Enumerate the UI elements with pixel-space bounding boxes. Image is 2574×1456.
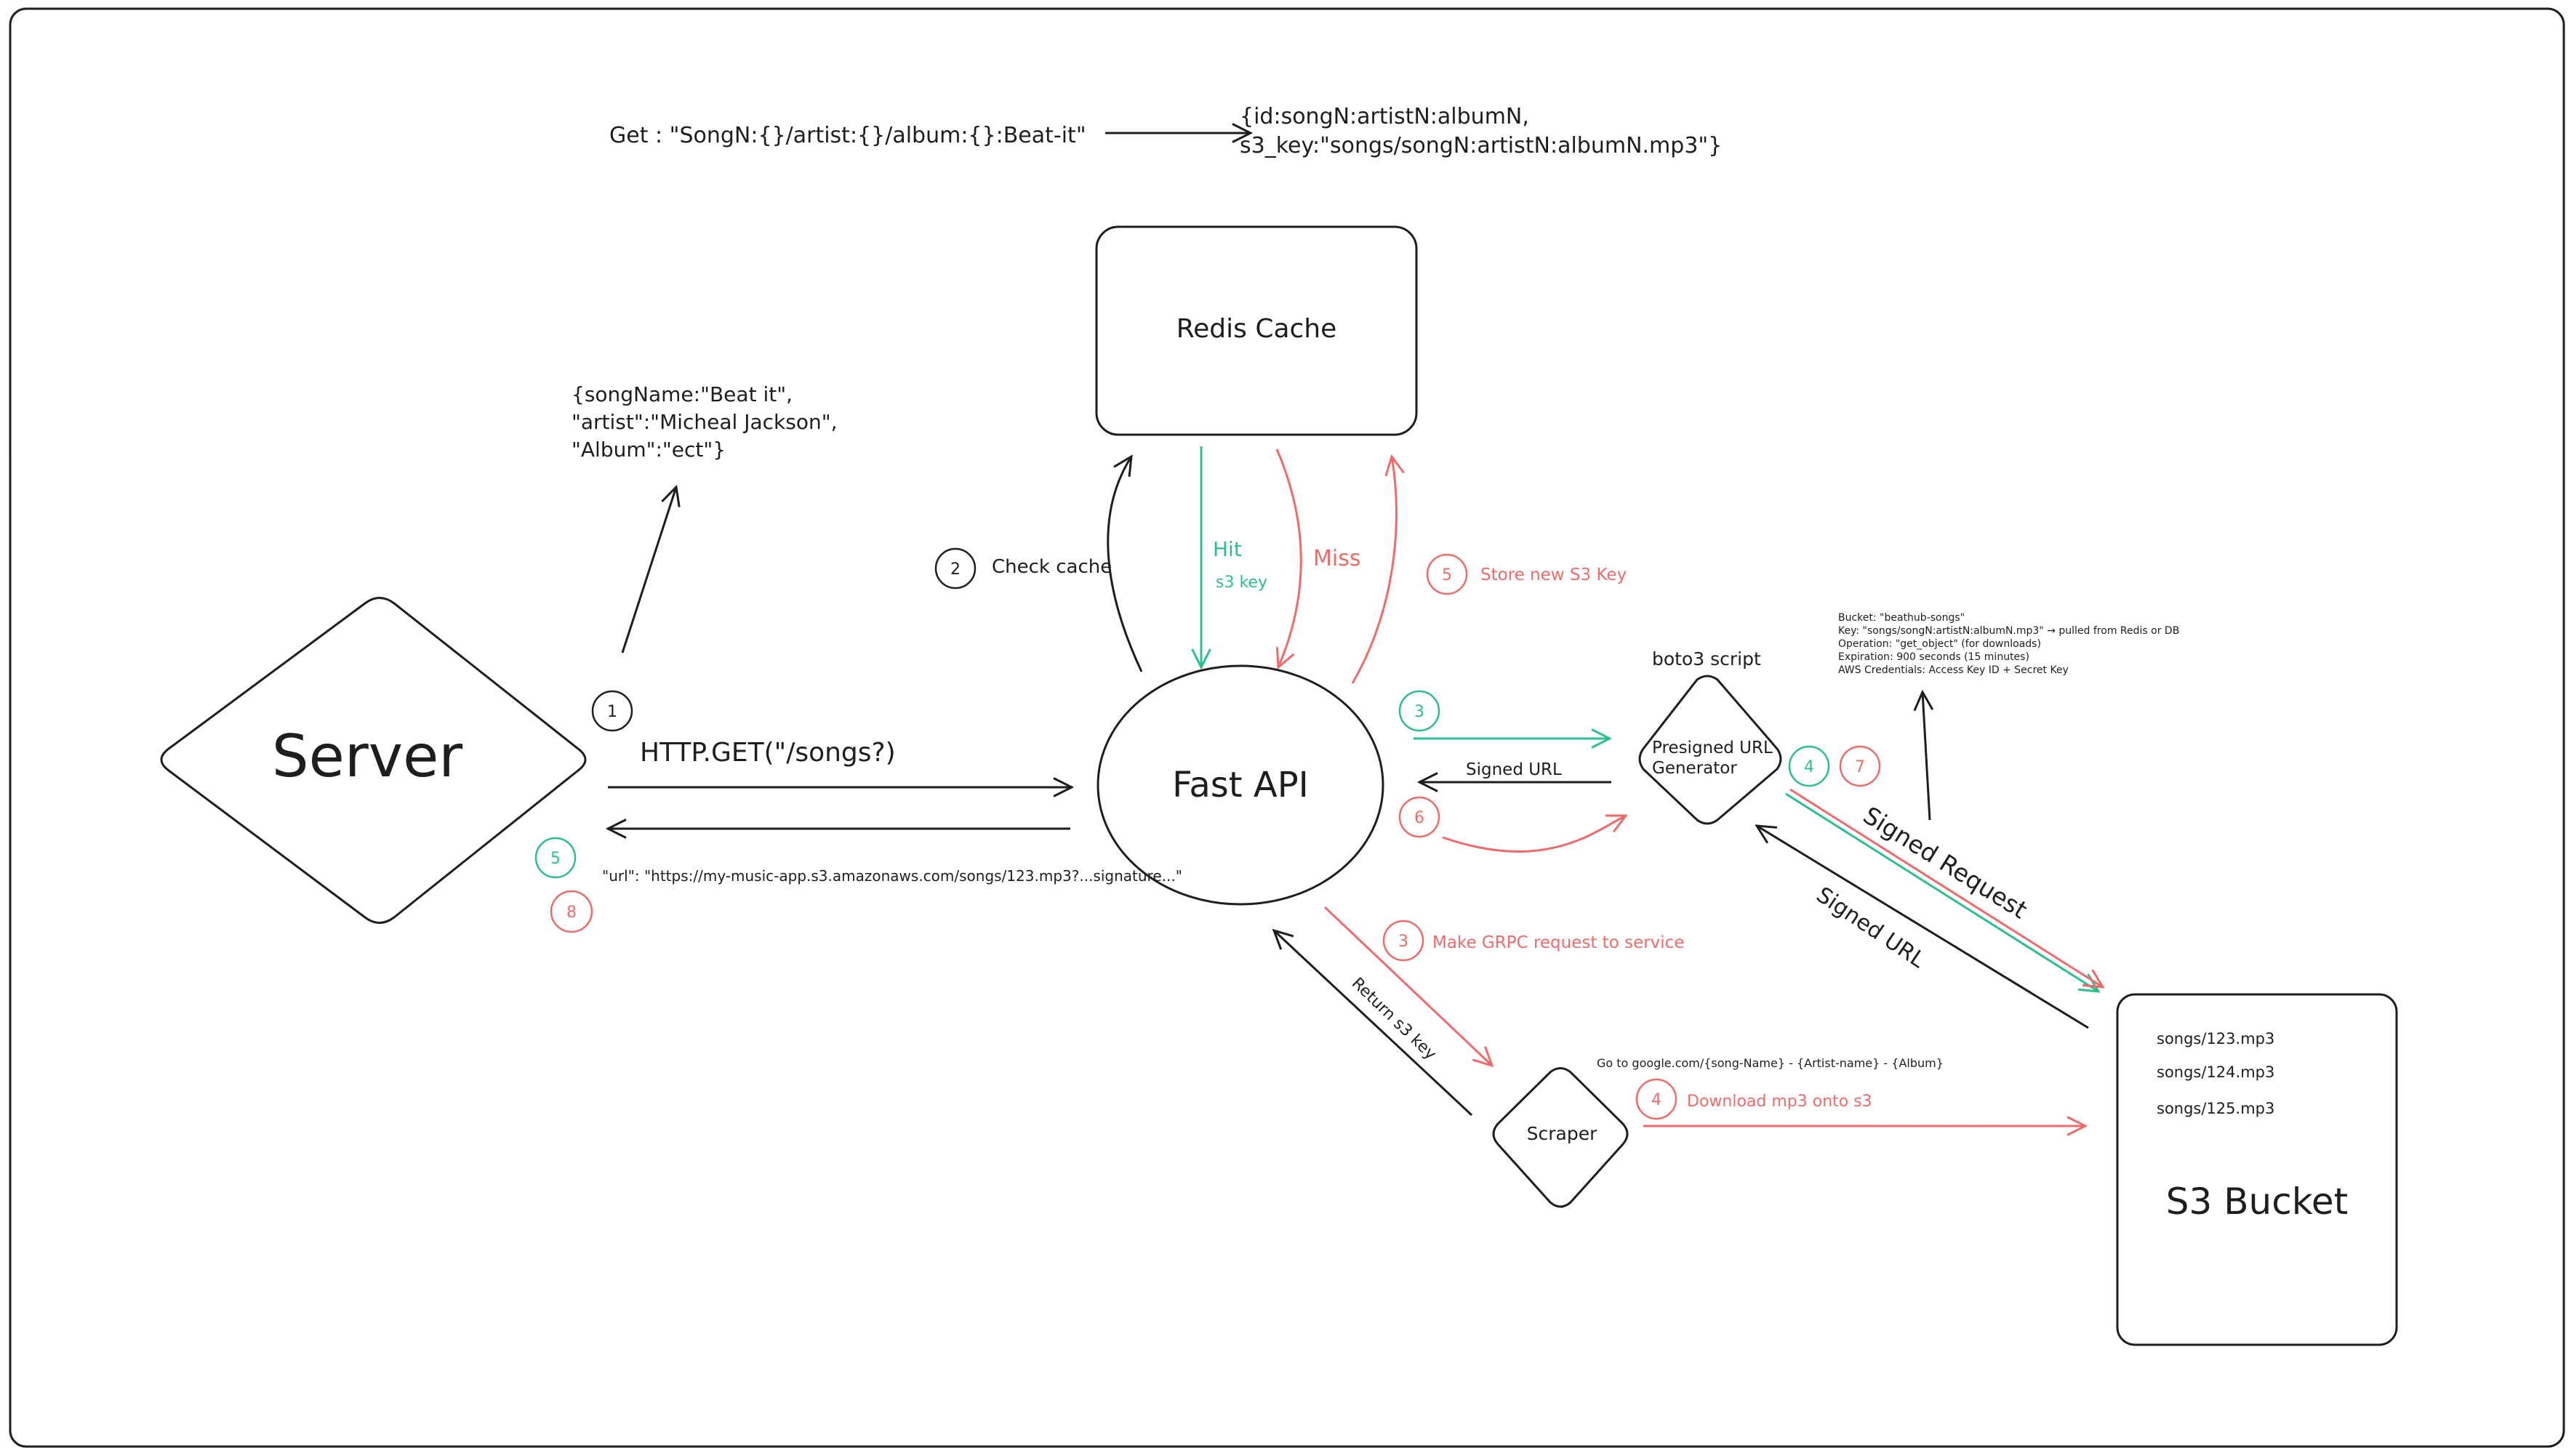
signed-url-return-label: Signed URL — [1466, 760, 1562, 779]
cache-miss-label: Miss — [1313, 546, 1360, 571]
canvas-frame — [9, 7, 2565, 1448]
step-3-red-badge — [1382, 920, 1424, 962]
fastapi-node[interactable] — [1096, 664, 1384, 906]
s3-file-3: songs/125.mp3 — [2157, 1100, 2274, 1117]
s3-file-2: songs/124.mp3 — [2157, 1063, 2274, 1081]
scrape-source-label: Go to google.com/{song-Name} - {Artist-n… — [1597, 1056, 1944, 1070]
step-4-green-number: 4 — [1804, 758, 1814, 776]
scraper-label: Scraper — [1527, 1123, 1597, 1144]
step-1-badge — [591, 690, 633, 732]
redis-cache-node[interactable] — [1095, 225, 1418, 436]
presigned-label-line-1: Presigned URL — [1652, 739, 1773, 757]
return-key-label: Return s3 key — [1348, 974, 1440, 1063]
download-mp3-label: Download mp3 onto s3 — [1687, 1093, 1872, 1111]
redis-get-query: Get : "SongN:{}/artist:{}/album:{}:Beat-… — [609, 123, 1086, 148]
step-7-badge — [1839, 745, 1881, 787]
server-label: Server — [272, 723, 462, 790]
step-4-red-number: 4 — [1651, 1091, 1661, 1109]
step-2-number: 2 — [950, 560, 961, 579]
boto3-script-label: boto3 script — [1652, 648, 1761, 669]
request-body-line-1: {songName:"Beat it", — [572, 382, 793, 406]
step-3-green-badge — [1398, 690, 1440, 732]
presign-note-2: Key: "songs/songN:artistN:albumN.mp3" → … — [1838, 625, 2179, 637]
cache-hit-s3-key-label: s3 key — [1216, 574, 1267, 592]
store-key-label: Store new S3 Key — [1480, 566, 1627, 584]
step-5-green-badge — [534, 837, 577, 879]
step-6-badge — [1398, 796, 1440, 838]
presigned-url-generator-node[interactable] — [1638, 675, 1782, 825]
signed-request-label: Signed Request — [1859, 801, 2032, 925]
grpc-request-label: Make GRPC request to service — [1432, 933, 1684, 952]
step-3-red-number: 3 — [1398, 933, 1408, 951]
step-3-green-number: 3 — [1414, 703, 1424, 721]
request-body-line-2: "artist":"Micheal Jackson", — [572, 410, 837, 434]
step-6-arrow — [1442, 816, 1626, 853]
signed-request-arrow-red — [1789, 788, 2103, 987]
step-1-number: 1 — [607, 703, 617, 721]
step-8-badge — [550, 890, 593, 933]
step-2-badge — [934, 547, 977, 590]
presign-notes-arrow — [1923, 692, 1930, 821]
server-node[interactable] — [160, 597, 587, 924]
s3-bucket-node[interactable] — [2116, 993, 2398, 1346]
fastapi-label: Fast API — [1172, 765, 1309, 805]
step-5-green-number: 5 — [550, 850, 561, 868]
presign-note-4: Expiration: 900 seconds (15 minutes) — [1838, 651, 2029, 663]
grpc-request-arrow — [1323, 906, 1492, 1066]
step-8-number: 8 — [566, 904, 577, 922]
redis-cache-label: Redis Cache — [1176, 314, 1337, 344]
s3-bucket-label: S3 Bucket — [2166, 1181, 2348, 1223]
request-body-arrow — [621, 487, 676, 653]
presign-note-1: Bucket: "beathub-songs" — [1838, 612, 1965, 624]
redis-result-line-2: s3_key:"songs/songN:artistN:albumN.mp3"} — [1240, 133, 1722, 158]
presigned-label-line-2: Generator — [1652, 759, 1737, 778]
redis-result-line-1: {id:songN:artistN:albumN, — [1240, 104, 1529, 129]
step-4-red-badge — [1635, 1078, 1677, 1120]
step-7-number: 7 — [1855, 758, 1865, 776]
s3-file-1: songs/123.mp3 — [2157, 1030, 2274, 1047]
store-key-arrow — [1351, 456, 1396, 684]
http-get-label: HTTP.GET("/songs?) — [640, 738, 896, 768]
step-5-red-number: 5 — [1442, 566, 1452, 584]
step-6-number: 6 — [1414, 809, 1424, 827]
request-body-line-3: "Album":"ect"} — [572, 438, 726, 462]
step-5-red-badge — [1426, 553, 1468, 595]
check-cache-arrow — [1107, 456, 1143, 672]
signed-url-s3-arrow — [1757, 826, 2089, 1029]
step-4-green-badge — [1788, 745, 1830, 787]
cache-hit-label: Hit — [1213, 537, 1242, 561]
presign-note-3: Operation: "get_object" (for downloads) — [1838, 638, 2041, 650]
check-cache-label: Check cache — [992, 556, 1112, 578]
return-key-arrow — [1274, 930, 1473, 1117]
url-response-label: "url": "https://my-music-app.s3.amazonaw… — [602, 867, 1182, 885]
scraper-node[interactable] — [1492, 1067, 1629, 1208]
cache-miss-arrow — [1275, 449, 1302, 667]
signed-request-arrow-green — [1785, 792, 2098, 992]
presign-note-5: AWS Credentials: Access Key ID + Secret … — [1838, 664, 2069, 676]
